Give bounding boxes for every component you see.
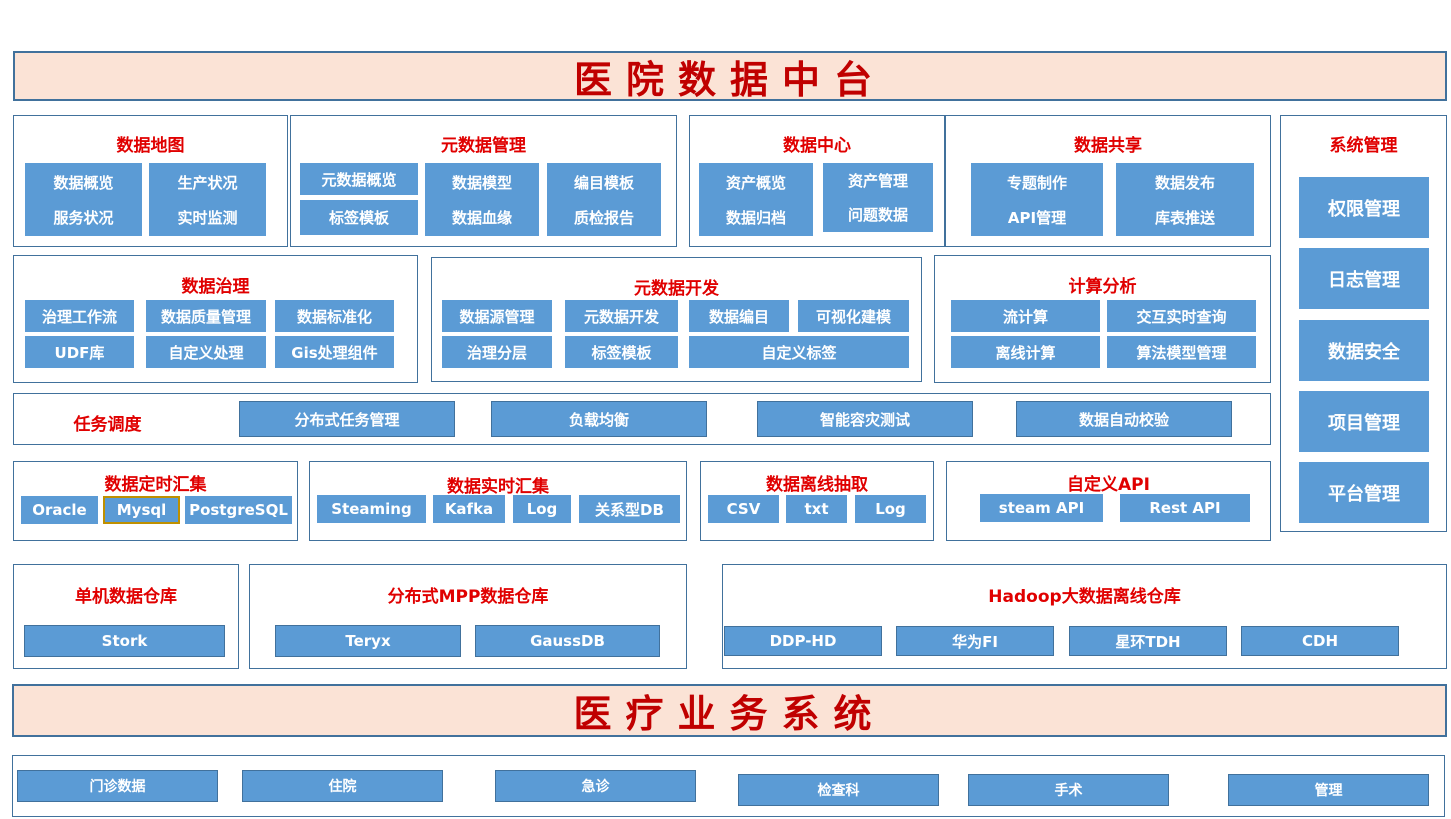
compute-analysis-title: 计算分析 — [1068, 277, 1137, 297]
custom-api-title: 自定义API — [1067, 475, 1150, 495]
btn-api-mgmt[interactable]: API管理 — [1007, 208, 1067, 227]
btn-realtime-monitor[interactable]: 实时监测 — [177, 208, 238, 227]
btn-surgery[interactable]: 手术 — [968, 774, 1169, 806]
btn-disaster-recovery-test[interactable]: 智能容灾测试 — [757, 401, 973, 437]
btn-ddp-hd[interactable]: DDP-HD — [724, 626, 882, 656]
btn-txt[interactable]: txt — [786, 495, 847, 523]
task-scheduling-title: 任务调度 — [73, 415, 142, 435]
btn-data-lineage[interactable]: 数据血缘 — [451, 208, 512, 227]
btn-data-publish[interactable]: 数据发布 — [1154, 173, 1215, 192]
btn-log-realtime[interactable]: Log — [513, 495, 571, 523]
btn-custom-process[interactable]: 自定义处理 — [146, 336, 266, 368]
metadata-mgmt-right-group — [547, 163, 661, 236]
btn-topic-create[interactable]: 专题制作 — [1006, 173, 1067, 192]
btn-huawei-fi[interactable]: 华为FI — [896, 626, 1054, 656]
data-map-btn-group-right — [149, 163, 266, 236]
system-mgmt-title: 系统管理 — [1329, 136, 1398, 156]
data-sharing-left-group — [971, 163, 1103, 236]
btn-data-catalog[interactable]: 数据编目 — [689, 300, 789, 332]
realtime-collect-title: 数据实时汇集 — [447, 477, 549, 497]
metadata-mgmt-title: 元数据管理 — [441, 136, 526, 156]
top-banner: 医院数据中台 — [13, 51, 1447, 102]
btn-mysql[interactable]: Mysql — [103, 496, 180, 524]
btn-offline-compute[interactable]: 离线计算 — [951, 336, 1100, 368]
btn-table-push[interactable]: 库表推送 — [1154, 208, 1215, 227]
btn-log-mgmt[interactable]: 日志管理 — [1299, 248, 1429, 309]
btn-data-standardize[interactable]: 数据标准化 — [275, 300, 394, 332]
btn-metadata-develop[interactable]: 元数据开发 — [565, 300, 678, 332]
btn-platform-mgmt[interactable]: 平台管理 — [1299, 462, 1429, 523]
btn-governance-layer[interactable]: 治理分层 — [442, 336, 552, 368]
timed-collect-title: 数据定时汇集 — [104, 475, 207, 495]
btn-oracle[interactable]: Oracle — [21, 496, 98, 524]
data-center-title: 数据中心 — [783, 136, 851, 156]
data-map-title: 数据地图 — [116, 136, 185, 156]
btn-datasource-mgmt[interactable]: 数据源管理 — [442, 300, 552, 332]
btn-algorithm-model-mgmt[interactable]: 算法模型管理 — [1107, 336, 1256, 368]
btn-data-model[interactable]: 数据模型 — [451, 173, 512, 192]
data-governance-title: 数据治理 — [181, 277, 250, 297]
btn-inpatient[interactable]: 住院 — [242, 770, 443, 802]
btn-problem-data[interactable]: 问题数据 — [847, 206, 908, 224]
btn-quality-report[interactable]: 质检报告 — [573, 208, 634, 227]
btn-interactive-query[interactable]: 交互实时查询 — [1107, 300, 1256, 332]
btn-load-balance[interactable]: 负载均衡 — [491, 401, 707, 437]
btn-gaussdb[interactable]: GaussDB — [475, 625, 660, 657]
btn-custom-tag[interactable]: 自定义标签 — [689, 336, 909, 368]
data-center-left-group — [699, 163, 813, 236]
btn-emergency[interactable]: 急诊 — [495, 770, 696, 802]
btn-catalog-template[interactable]: 编目模板 — [573, 173, 634, 192]
metadata-dev-title: 元数据开发 — [634, 279, 719, 299]
btn-visual-modeling[interactable]: 可视化建模 — [798, 300, 909, 332]
btn-stream-compute[interactable]: 流计算 — [951, 300, 1100, 332]
hadoop-dw-title: Hadoop大数据离线仓库 — [988, 587, 1181, 607]
btn-asset-overview[interactable]: 资产概览 — [725, 173, 786, 192]
btn-examination-dept[interactable]: 检查科 — [738, 774, 939, 806]
btn-steam-api[interactable]: steam API — [980, 494, 1103, 522]
btn-steaming[interactable]: Steaming — [317, 495, 426, 523]
btn-asset-mgmt[interactable]: 资产管理 — [847, 172, 908, 190]
btn-rest-api[interactable]: Rest API — [1120, 494, 1250, 522]
data-sharing-right-group — [1116, 163, 1254, 236]
btn-gis-component[interactable]: Gis处理组件 — [275, 336, 394, 368]
btn-udf-library[interactable]: UDF库 — [25, 336, 134, 368]
btn-data-archive[interactable]: 数据归档 — [725, 208, 786, 227]
btn-production-status[interactable]: 生产状况 — [177, 173, 238, 192]
btn-governance-workflow[interactable]: 治理工作流 — [25, 300, 134, 332]
data-sharing-title: 数据共享 — [1074, 136, 1142, 156]
btn-metadata-overview[interactable]: 元数据概览 — [300, 163, 418, 195]
btn-kafka[interactable]: Kafka — [433, 495, 505, 523]
standalone-dw-title: 单机数据仓库 — [75, 587, 177, 607]
btn-data-security[interactable]: 数据安全 — [1299, 320, 1429, 381]
btn-data-quality-mgmt[interactable]: 数据质量管理 — [146, 300, 266, 332]
btn-csv[interactable]: CSV — [708, 495, 779, 523]
btn-outpatient-data[interactable]: 门诊数据 — [17, 770, 218, 802]
bottom-banner: 医疗业务系统 — [12, 684, 1447, 737]
metadata-mgmt-mid-group — [425, 163, 539, 236]
btn-data-auto-verify[interactable]: 数据自动校验 — [1016, 401, 1232, 437]
btn-distributed-task-mgmt[interactable]: 分布式任务管理 — [239, 401, 455, 437]
btn-relational-db[interactable]: 关系型DB — [579, 495, 680, 523]
btn-teryx[interactable]: Teryx — [275, 625, 461, 657]
btn-tag-template-dev[interactable]: 标签模板 — [565, 336, 678, 368]
btn-postgresql[interactable]: PostgreSQL — [185, 496, 292, 524]
btn-log-offline[interactable]: Log — [855, 495, 926, 523]
btn-management[interactable]: 管理 — [1228, 774, 1429, 806]
btn-data-overview[interactable]: 数据概览 — [53, 173, 114, 192]
data-map-btn-group-left — [25, 163, 142, 236]
btn-project-mgmt[interactable]: 项目管理 — [1299, 391, 1429, 452]
btn-transwarp-tdh[interactable]: 星环TDH — [1069, 626, 1227, 656]
offline-extract-title: 数据离线抽取 — [766, 475, 868, 495]
btn-cdh[interactable]: CDH — [1241, 626, 1399, 656]
btn-permission-mgmt[interactable]: 权限管理 — [1299, 177, 1429, 238]
data-center-right-group — [823, 163, 933, 232]
mpp-dw-title: 分布式MPP数据仓库 — [387, 587, 549, 607]
btn-tag-template[interactable]: 标签模板 — [300, 200, 418, 235]
btn-stork[interactable]: Stork — [24, 625, 225, 657]
btn-service-status[interactable]: 服务状况 — [53, 208, 114, 227]
